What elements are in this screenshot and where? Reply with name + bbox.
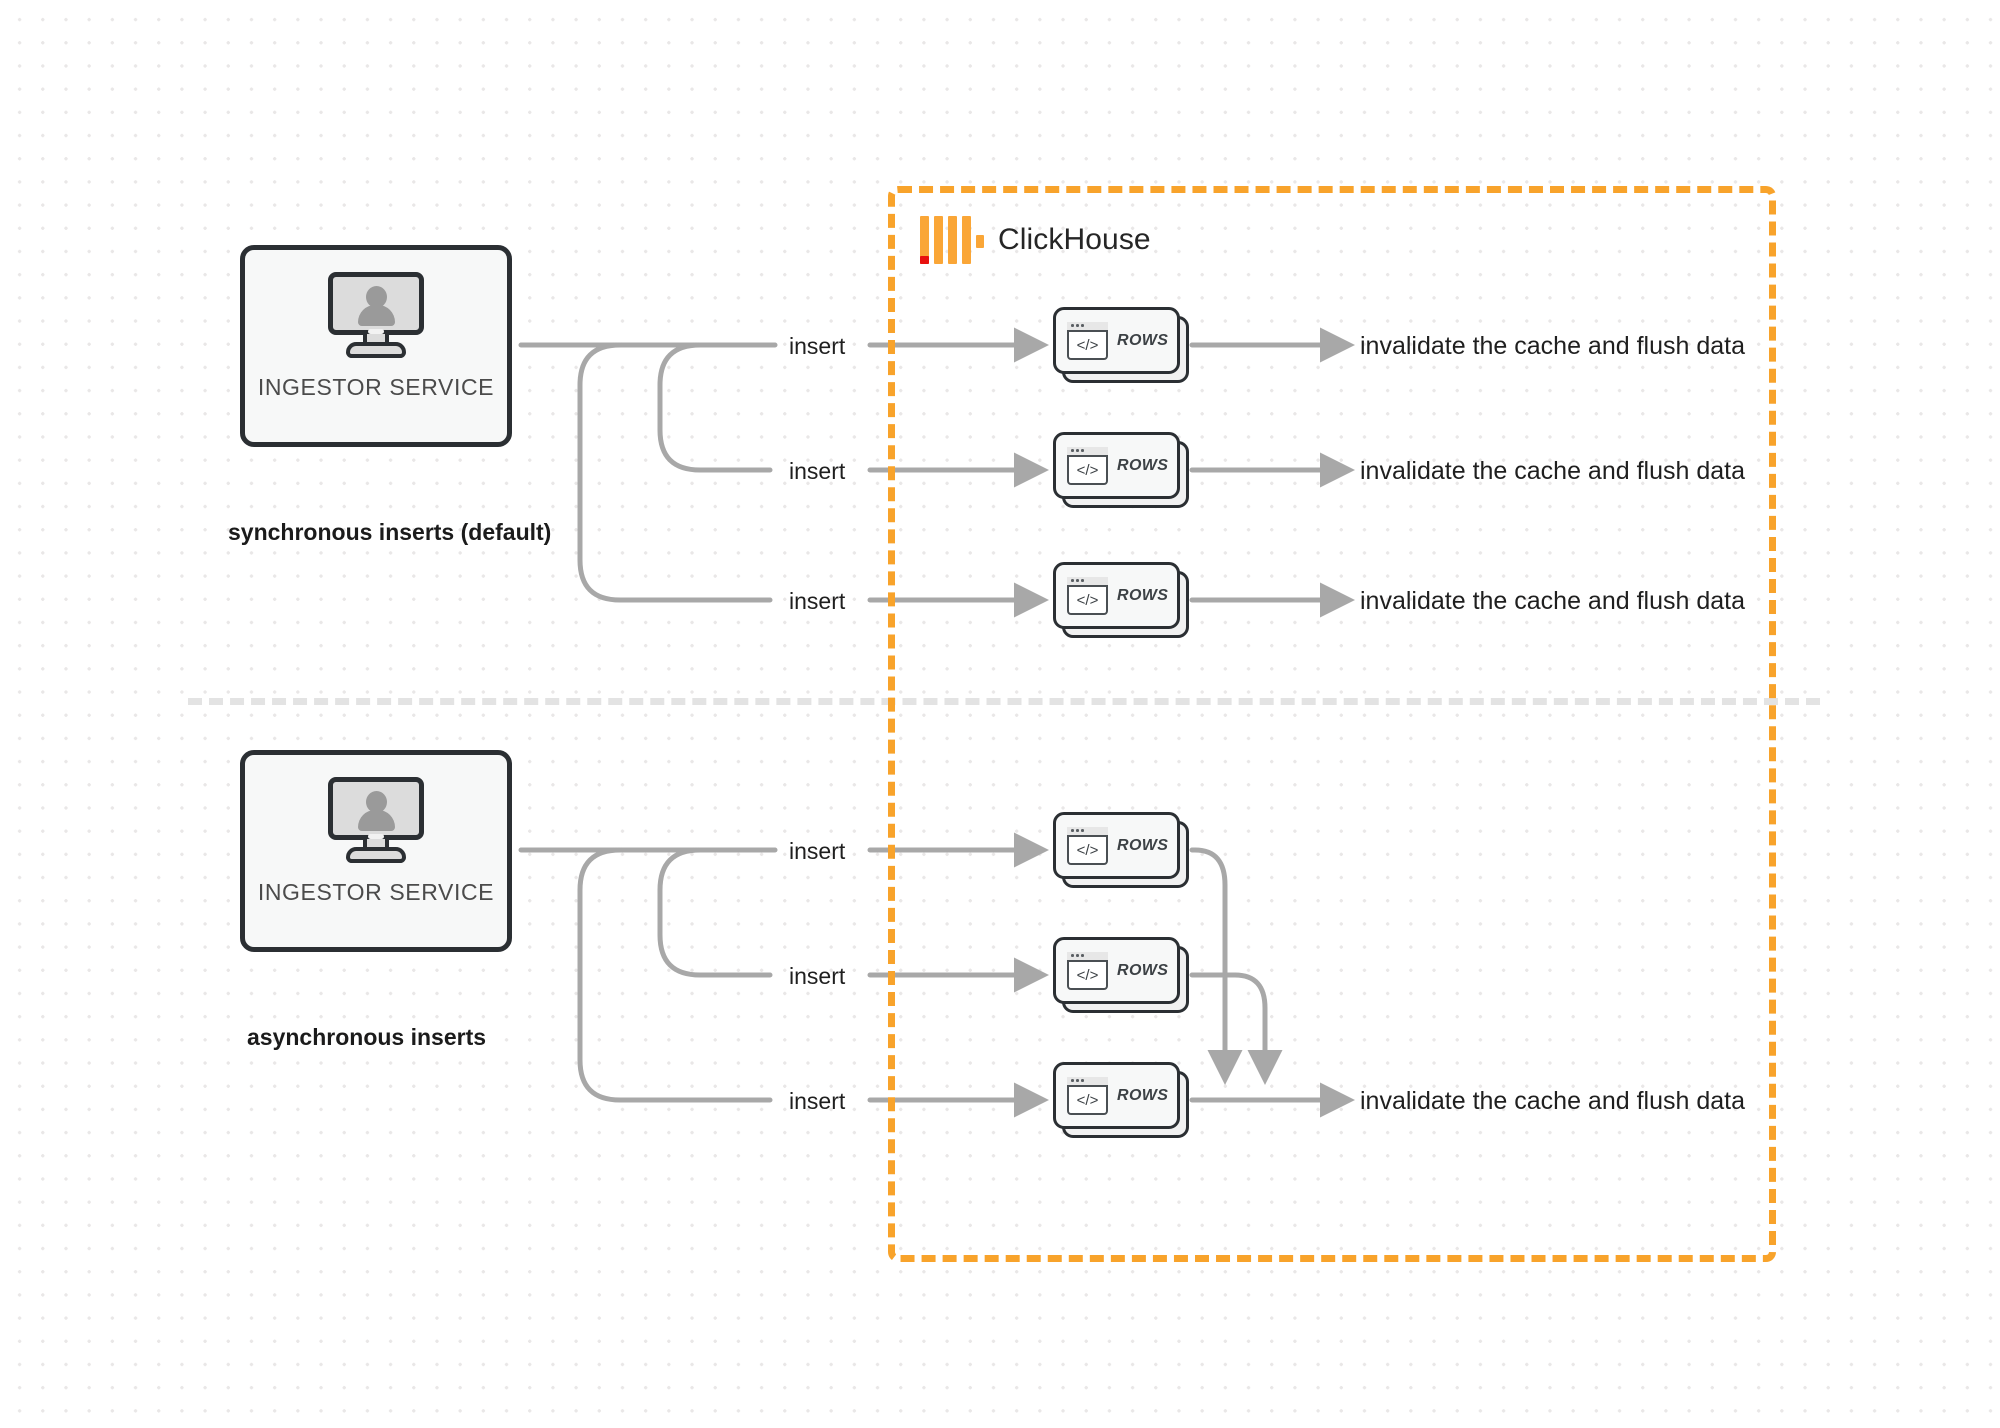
code-window-icon: </> [1067,1076,1108,1115]
code-window-icon: </> [1067,951,1108,990]
ingestor-service-async[interactable]: INGESTOR SERVICE [240,750,512,952]
rows-card-front: </> ROWS [1053,812,1180,879]
rows-card-front: </> ROWS [1053,562,1180,629]
ingestor-service-sync[interactable]: INGESTOR SERVICE [240,245,512,447]
code-window-icon: </> [1067,321,1108,360]
clickhouse-header: ClickHouse [920,216,1151,264]
rows-card-label: ROWS [1117,586,1169,604]
code-window-icon: </> [1067,576,1108,615]
output-label-sync-2: invalidate the cache and flush data [1360,457,1745,485]
rows-card-async-2[interactable]: </> ROWS [1053,937,1189,1013]
rows-card-sync-1[interactable]: </> ROWS [1053,307,1189,383]
rows-card-label: ROWS [1117,456,1169,474]
section-divider [188,698,1820,705]
rows-card-front: </> ROWS [1053,1062,1180,1129]
insert-label-sync-1: insert [789,333,846,359]
wire-async-branch-row2 [657,847,773,978]
caption-asynchronous: asynchronous inserts [247,1024,487,1050]
insert-label-async-1: insert [789,838,846,864]
caption-synchronous: synchronous inserts (default) [228,519,552,545]
insert-label-async-3: insert [789,1088,846,1114]
clickhouse-logo [920,216,984,264]
clickhouse-label: ClickHouse [998,223,1151,256]
output-label-sync-1: invalidate the cache and flush data [1360,332,1745,360]
rows-card-sync-2[interactable]: </> ROWS [1053,432,1189,508]
rows-card-label: ROWS [1117,1086,1169,1104]
monitor-user-icon [328,777,424,863]
wire-sync-branch-row3 [577,342,773,603]
ingestor-service-label: INGESTOR SERVICE [257,879,495,905]
code-window-icon: </> [1067,446,1108,485]
ingestor-service-label: INGESTOR SERVICE [257,374,495,400]
insert-label-sync-3: insert [789,588,846,614]
clickhouse-boundary [888,186,1776,1262]
insert-label-async-2: insert [789,963,846,989]
rows-card-label: ROWS [1117,836,1169,854]
output-label-sync-3: invalidate the cache and flush data [1360,587,1745,615]
wire-sync-branch-row2 [657,342,773,473]
rows-card-async-1[interactable]: </> ROWS [1053,812,1189,888]
wire-merge-from-row1 [1189,847,1243,1086]
wire-async-branch-row3 [577,847,773,1103]
wire-merge-from-row2 [1189,972,1283,1086]
rows-card-async-3[interactable]: </> ROWS [1053,1062,1189,1138]
code-window-icon: </> [1067,826,1108,865]
rows-card-front: </> ROWS [1053,432,1180,499]
rows-card-front: </> ROWS [1053,307,1180,374]
rows-card-front: </> ROWS [1053,937,1180,1004]
output-label-async-merged: invalidate the cache and flush data [1360,1087,1745,1115]
rows-card-label: ROWS [1117,331,1169,349]
insert-label-sync-2: insert [789,458,846,484]
rows-card-sync-3[interactable]: </> ROWS [1053,562,1189,638]
rows-card-label: ROWS [1117,961,1169,979]
monitor-user-icon [328,272,424,358]
